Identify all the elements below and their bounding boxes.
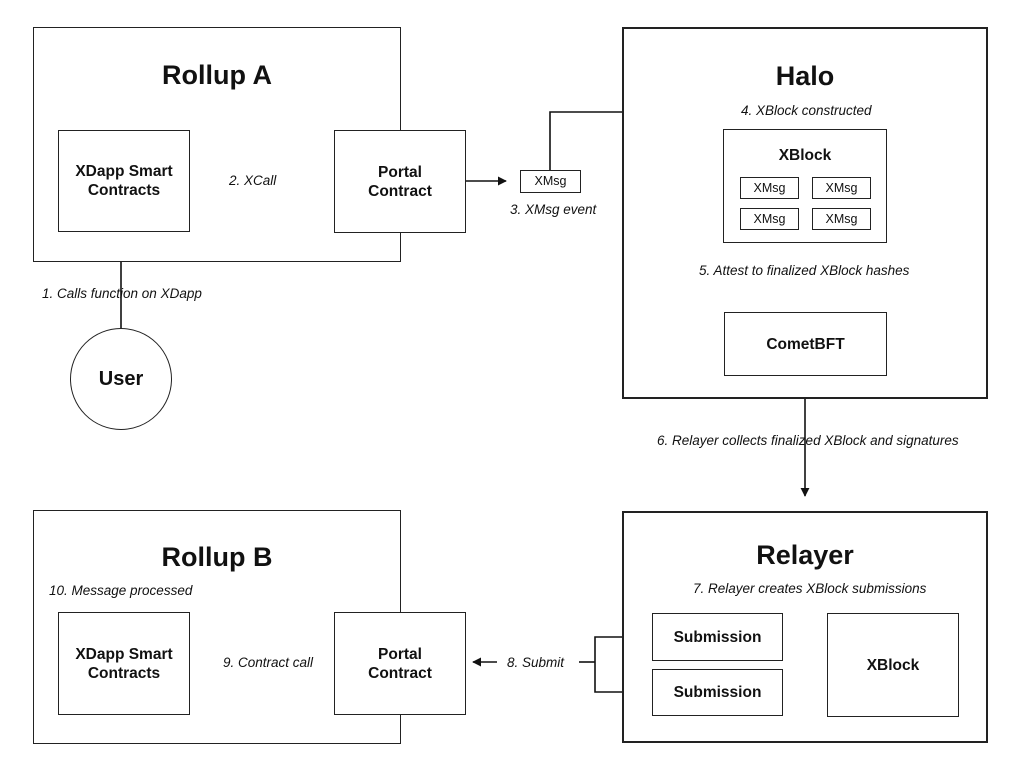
halo-xmsg-3: XMsg bbox=[740, 208, 799, 230]
step-9-label: 9. Contract call bbox=[223, 655, 314, 670]
rollup-b-title: Rollup B bbox=[161, 542, 273, 572]
rollup-b-portal-contract: Portal Contract bbox=[334, 612, 466, 715]
halo-xblock-title: XBlock bbox=[778, 147, 832, 164]
halo-cometbft: CometBFT bbox=[724, 312, 887, 376]
halo-title: Halo bbox=[775, 61, 835, 91]
rollup-b-xdapp-contracts: XDapp Smart Contracts bbox=[58, 612, 190, 715]
rollup-a-xdapp-contracts: XDapp Smart Contracts bbox=[58, 130, 190, 232]
step-5-label: 5. Attest to finalized XBlock hashes bbox=[699, 263, 910, 278]
step-6-label: 6. Relayer collects finalized XBlock and… bbox=[657, 433, 959, 448]
step-3-label: 3. XMsg event bbox=[510, 202, 597, 217]
relayer-submission-1: Submission bbox=[652, 613, 783, 661]
step-4-label: 4. XBlock constructed bbox=[741, 103, 872, 118]
halo-xmsg-4: XMsg bbox=[812, 208, 871, 230]
xmsg-event-chip: XMsg bbox=[520, 170, 581, 193]
rollup-a-title: Rollup A bbox=[162, 60, 272, 90]
rollup-a-portal-contract: Portal Contract bbox=[334, 130, 466, 233]
step-7-label: 7. Relayer creates XBlock submissions bbox=[693, 581, 927, 596]
step-10-label: 10. Message processed bbox=[49, 583, 193, 598]
relayer-title: Relayer bbox=[756, 540, 854, 570]
user-node: User bbox=[70, 328, 172, 430]
halo-xmsg-2: XMsg bbox=[812, 177, 871, 199]
relayer-xblock: XBlock bbox=[827, 613, 959, 717]
step-8-label: 8. Submit bbox=[507, 655, 565, 670]
step-1-label: 1. Calls function on XDapp bbox=[42, 286, 202, 301]
halo-xmsg-1: XMsg bbox=[740, 177, 799, 199]
step-2-label: 2. XCall bbox=[229, 173, 277, 188]
relayer-submission-2: Submission bbox=[652, 669, 783, 716]
